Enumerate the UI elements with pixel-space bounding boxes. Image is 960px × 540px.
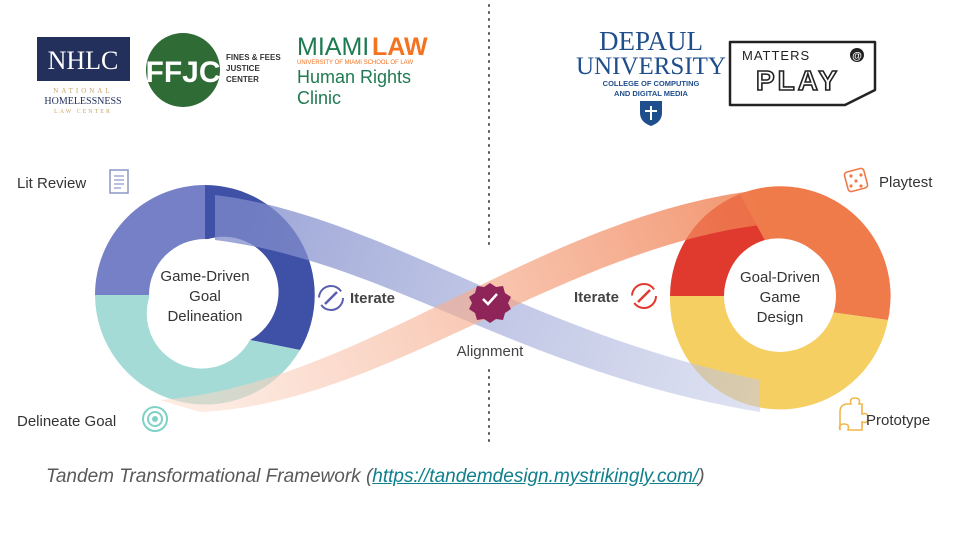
svg-text:PLAY: PLAY [756, 65, 840, 96]
matters-at-play-logo: MATTERS @ PLAY [728, 40, 877, 107]
svg-text:HOMELESSNESS: HOMELESSNESS [44, 96, 121, 107]
left-loop-title-line2: Goal [189, 288, 221, 305]
band-orange [160, 190, 760, 412]
right-loop-title-line1: Goal-Driven [740, 269, 820, 286]
framework-link[interactable]: https://tandemdesign.mystrikingly.com/ [372, 466, 699, 487]
prototype-label: Prototype [866, 412, 930, 429]
svg-text:AND DIGITAL MEDIA: AND DIGITAL MEDIA [614, 89, 688, 98]
delineate-goal-label: Delineate Goal [17, 413, 116, 430]
svg-text:JUSTICE: JUSTICE [226, 64, 260, 73]
svg-text:@: @ [852, 51, 862, 62]
iterate-left-label: Iterate [350, 290, 395, 307]
svg-text:LAW CENTER: LAW CENTER [54, 109, 112, 115]
caption-suffix: ) [698, 466, 705, 487]
left-loop-title-line3: Delineation [167, 308, 242, 325]
svg-text:FFJC: FFJC [146, 56, 221, 89]
right-loop-title-line3: Design [757, 309, 804, 326]
target-icon [142, 406, 168, 432]
playtest-label: Playtest [879, 174, 933, 191]
iterate-right-label: Iterate [574, 289, 619, 306]
svg-text:LAW: LAW [372, 33, 428, 61]
alignment-badge-icon [469, 283, 511, 323]
svg-text:MATTERS: MATTERS [742, 48, 810, 63]
svg-text:MIAMI: MIAMI [297, 33, 369, 61]
left-loop-title-line1: Game-Driven [160, 268, 249, 285]
iterate-right-icon [631, 283, 657, 309]
document-icon [109, 169, 129, 194]
puzzle-icon [838, 397, 869, 431]
depaul-logo: DEPAUL UNIVERSITY COLLEGE OF COMPUTING A… [576, 26, 726, 126]
right-loop-title-line2: Game [760, 289, 801, 306]
iterate-left-icon [318, 285, 344, 311]
svg-text:UNIVERSITY: UNIVERSITY [576, 53, 726, 80]
miami-law-logo: MIAMI LAW UNIVERSITY OF MIAMI SCHOOL OF … [297, 33, 428, 108]
dice-icon [843, 167, 869, 193]
svg-text:Clinic: Clinic [297, 88, 341, 108]
svg-text:CENTER: CENTER [226, 75, 259, 84]
svg-text:UNIVERSITY OF MIAMI SCHOOL OF: UNIVERSITY OF MIAMI SCHOOL OF LAW [297, 60, 413, 66]
alignment-label: Alignment [457, 343, 525, 360]
caption-prefix: Tandem Transformational Framework ( [46, 466, 373, 487]
svg-text:COLLEGE OF COMPUTING: COLLEGE OF COMPUTING [603, 79, 700, 88]
caption: Tandem Transformational Framework (https… [46, 466, 705, 488]
svg-text:Human Rights: Human Rights [297, 67, 411, 87]
svg-text:NATIONAL: NATIONAL [53, 87, 112, 95]
svg-text:DEPAUL: DEPAUL [599, 26, 703, 56]
ffjc-logo: FFJC FINES & FEES JUSTICE CENTER [146, 33, 281, 107]
svg-text:NHLC: NHLC [48, 46, 119, 75]
svg-text:FINES & FEES: FINES & FEES [226, 53, 281, 62]
nhlc-logo: NHLC NATIONAL HOMELESSNESS LAW CENTER [37, 37, 130, 115]
lit-review-label: Lit Review [17, 175, 86, 192]
